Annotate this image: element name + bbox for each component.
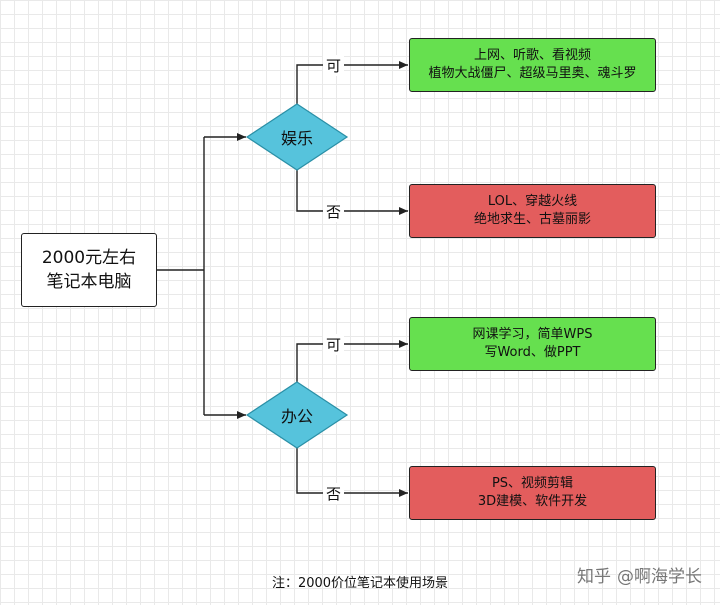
leaf-office-no: PS、视频剪辑 3D建模、软件开发 [409,466,656,520]
edge-label-ent-no: 否 [323,201,345,222]
watermark-site: 知乎 [577,567,611,587]
leaf-line: LOL、穿越火线 [487,194,578,209]
leaf-line: 植物大战僵尸、超级马里奥、魂斗罗 [428,66,637,81]
leaf-line: PS、视频剪辑 [491,476,574,491]
leaf-line: 3D建模、软件开发 [477,494,588,509]
watermark: 知乎 @啊海学长 [577,562,702,587]
ent-yes-branch [296,61,408,104]
decision-label-entertainment: 娱乐 [280,129,313,148]
leaf-entertainment-yes: 上网、听歌、看视频 植物大战僵尸、超级马里奥、魂斗罗 [409,38,656,92]
ent-no-branch [296,170,408,215]
leaf-entertainment-no: LOL、穿越火线 绝地求生、古墓丽影 [409,184,656,238]
leaf-office-yes: 网课学习，简单WPS 写Word、做PPT [409,317,656,371]
leaf-line: 写Word、做PPT [484,345,581,360]
root-line1: 2000元左右 [41,248,137,268]
figure-caption: 注：2000价位笔记本使用场景 [271,576,449,591]
leaf-line: 上网、听歌、看视频 [473,48,591,63]
root-node: 2000元左右 笔记本电脑 [21,233,157,307]
decision-label-office: 办公 [280,407,313,426]
decision-diamond-office [245,381,349,449]
root-line2: 笔记本电脑 [46,272,132,292]
leaf-line: 绝地求生、古墓丽影 [473,212,591,227]
office-no-branch [296,448,408,497]
office-yes-branch [296,340,408,382]
edge-label-ent-yes: 可 [323,55,345,76]
edge-label-office-yes: 可 [323,334,345,355]
edge-label-office-no: 否 [323,483,345,504]
leaf-line: 网课学习，简单WPS [472,327,593,342]
decision-diamond-entertainment [245,103,349,171]
watermark-author: @啊海学长 [617,567,702,587]
